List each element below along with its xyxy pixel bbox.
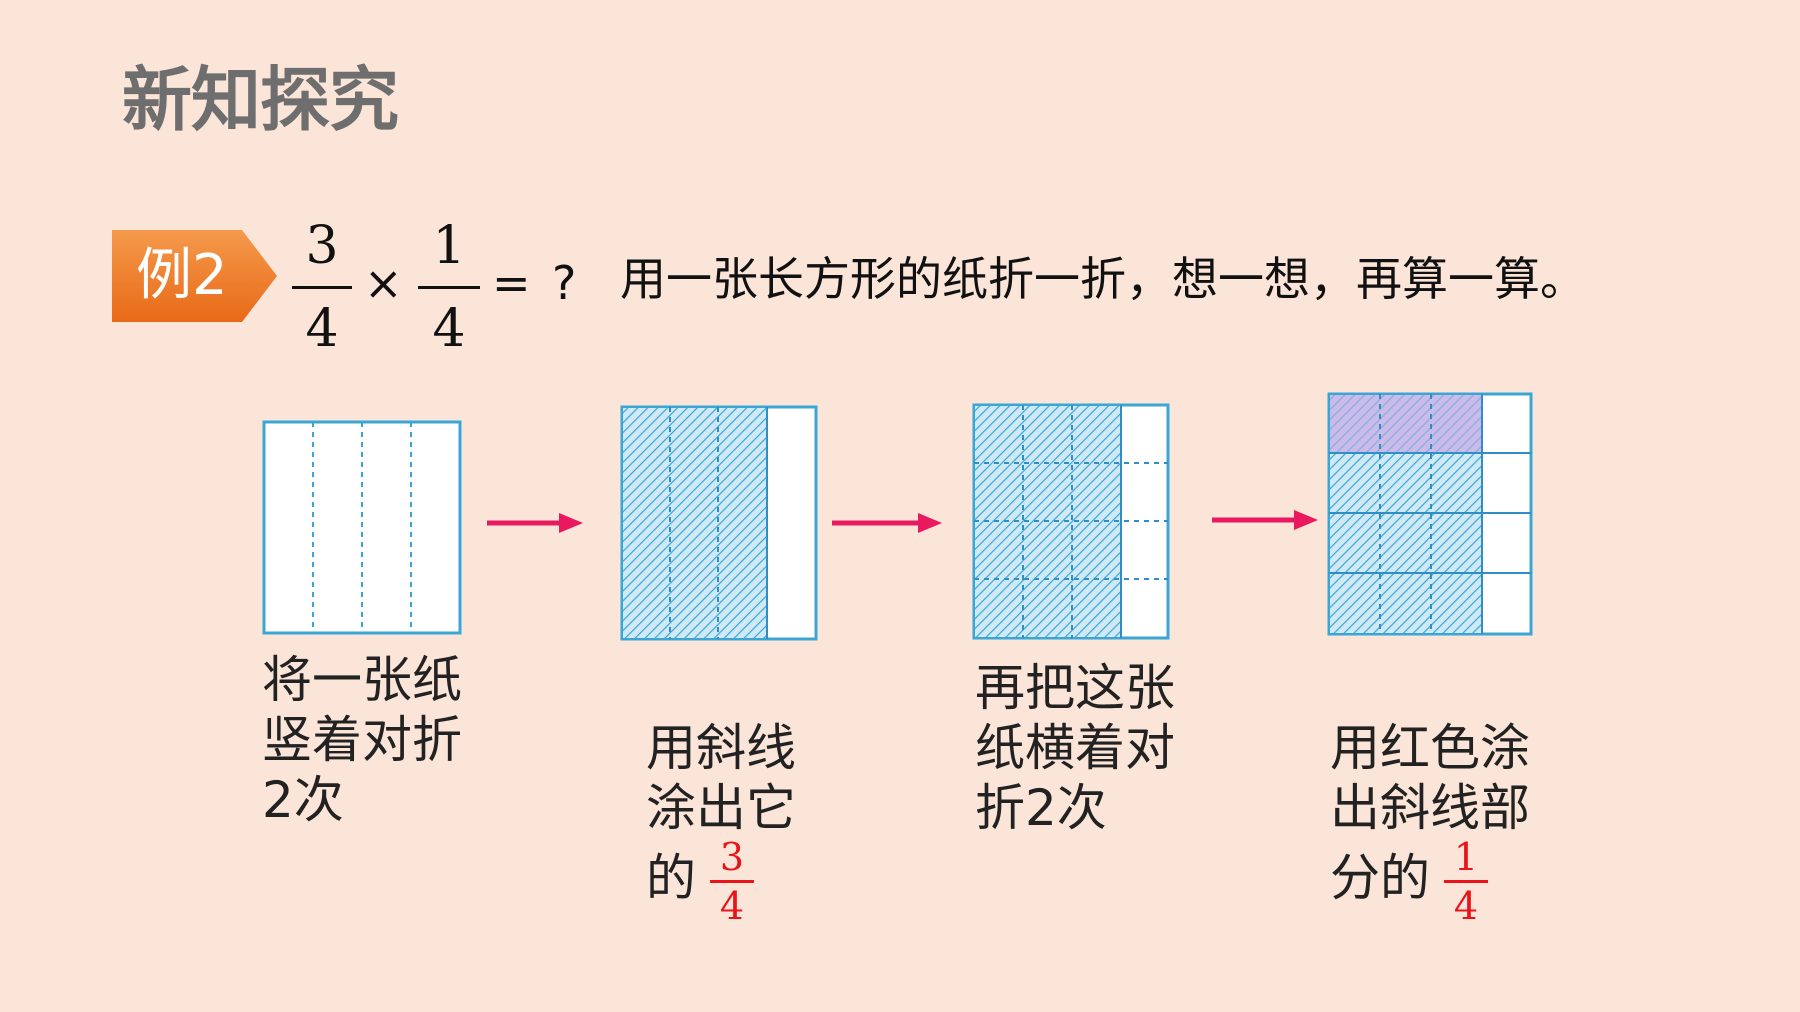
step-2-text: 用斜线 涂出它 [646, 719, 796, 837]
paper-figure-horizontal-folds [972, 403, 1170, 640]
fraction-numerator: 3 [719, 835, 745, 879]
paper-figure-quarter-of-hatched [1327, 392, 1533, 636]
fraction-bar [418, 286, 480, 289]
arrow-right-icon [832, 513, 942, 533]
fraction-denominator: 4 [1453, 884, 1479, 928]
fraction-bar [1444, 880, 1488, 883]
fraction-denominator: 4 [719, 884, 745, 928]
question-mark: ? [552, 256, 577, 310]
step-3-caption: 再把这张 纸横着对 折2次 [975, 659, 1175, 837]
equals-sign: = [492, 256, 531, 310]
step-4-last-text: 分的 [1330, 849, 1430, 907]
times-sign: × [364, 256, 403, 310]
arrow-right-icon [487, 513, 583, 533]
step-4-text: 用红色涂 出斜线部 [1330, 719, 1530, 837]
badge-label: 例2 [136, 243, 228, 308]
step-2-last-text: 的 [646, 849, 696, 907]
step-1-caption: 将一张纸 竖着对折 2次 [262, 651, 462, 829]
arrow-right-icon [1212, 510, 1318, 530]
fraction-denominator: 4 [305, 299, 339, 359]
fraction-three-quarters: 3 4 [292, 218, 352, 357]
fraction-denominator: 4 [432, 299, 466, 359]
fraction-numerator: 1 [1453, 835, 1479, 879]
paper-figure-vertical-folds [262, 420, 462, 635]
paper-figure-three-quarters-hatched [620, 405, 818, 641]
fraction-numerator: 3 [305, 216, 339, 276]
fraction-bar [292, 286, 352, 289]
example-badge: 例2 [112, 230, 277, 322]
example-prompt: 用一张长方形的纸折一折，想一想，再算一算。 [620, 252, 1586, 306]
fraction-numerator: 1 [432, 216, 466, 276]
fraction-bar [710, 880, 754, 883]
badge-arrow-shape [112, 230, 277, 322]
page-title: 新知探究 [122, 59, 399, 141]
fraction-one-quarter: 1 4 [418, 218, 480, 357]
